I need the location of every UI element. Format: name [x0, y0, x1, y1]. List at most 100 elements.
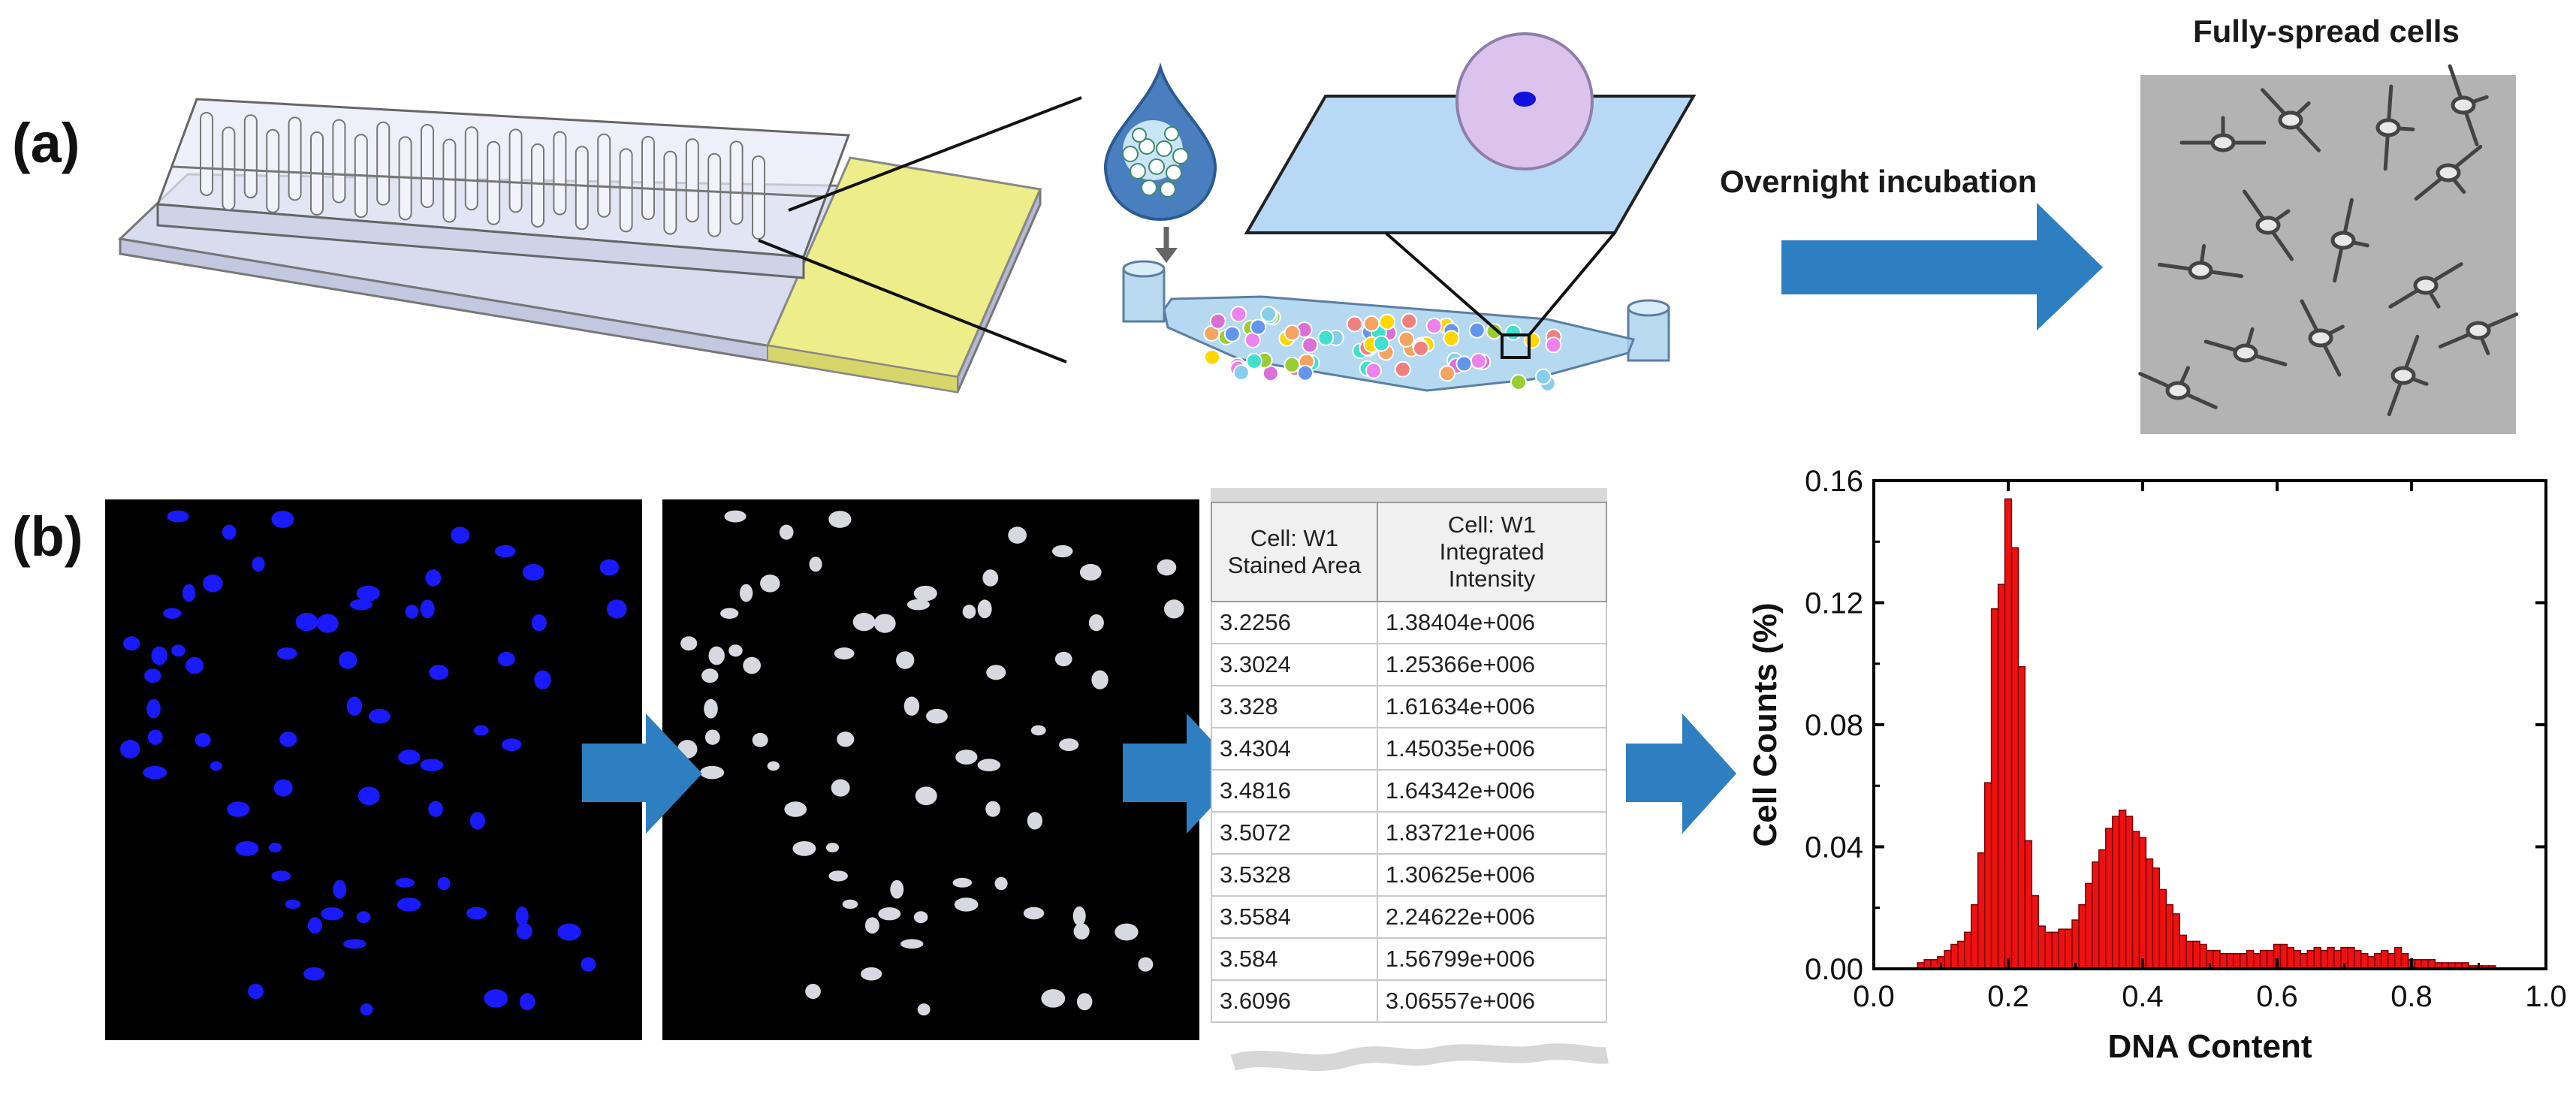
x-tick-label: 1.0 [2525, 980, 2567, 1013]
cell-integrated-intensity: 2.24622e+006 [1376, 895, 1607, 939]
histogram-bar [2085, 882, 2093, 970]
histogram-bar [2400, 952, 2409, 970]
cell-stained-area: 3.6096 [1211, 979, 1378, 1023]
step-arrow-1 [582, 713, 702, 834]
panel-a-label: (a) [12, 112, 80, 174]
y-tick-label: 0.00 [1805, 953, 1863, 986]
cell-stained-area: 3.5072 [1211, 811, 1378, 855]
x-tick-label: 0.4 [2122, 980, 2164, 1013]
histogram-bar [2192, 940, 2200, 970]
cell-integrated-intensity: 3.06557e+006 [1376, 979, 1607, 1023]
incubation-arrow [1781, 203, 2103, 330]
histogram-bar [2233, 952, 2241, 970]
histogram-bar [2199, 943, 2207, 970]
table-torn-edge [1211, 1036, 1609, 1095]
histogram-bar [2327, 946, 2335, 970]
histogram-bar [2044, 931, 2053, 970]
incubation-caption: Overnight incubation [1720, 164, 2038, 199]
zoom-plane-drawing [1244, 32, 1697, 336]
cell-stained-area: 3.2256 [1211, 601, 1378, 644]
y-tick-label: 0.12 [1805, 587, 1863, 620]
histogram-bar [2240, 952, 2248, 970]
histogram-bar [2306, 949, 2315, 970]
histogram-bar [2354, 949, 2362, 970]
channel-closeup-drawing [1122, 260, 1670, 392]
histogram-bar [2185, 940, 2194, 970]
histogram-bar [2333, 949, 2342, 970]
histogram-bar [1983, 782, 1992, 970]
x-tick-label: 0.2 [1987, 980, 2029, 1013]
histogram-bar [2131, 831, 2140, 970]
histogram-bar [2387, 952, 2396, 970]
x-tick-label: 0.6 [2256, 980, 2298, 1013]
cell-integrated-intensity: 1.61634e+006 [1376, 685, 1607, 728]
histogram-bar [2031, 894, 2040, 970]
y-tick-label: 0.08 [1805, 709, 1863, 742]
histogram-bar [2017, 666, 2026, 970]
histogram-bar [1990, 608, 1999, 970]
histogram-bar [2092, 861, 2100, 970]
histogram-bar [2138, 837, 2147, 970]
x-tick-label: 0.0 [1853, 980, 1895, 1013]
fully-spread-cells-caption: Fully-spread cells [2193, 14, 2460, 49]
cell-stained-area: 3.4304 [1211, 727, 1378, 771]
histogram-bar [1944, 949, 1952, 970]
histogram-bar [2320, 949, 2328, 970]
histogram-bar [2293, 949, 2302, 970]
histogram-bar [1950, 943, 1959, 970]
histogram-bar [2145, 858, 2154, 970]
histogram-bar [2058, 928, 2066, 970]
histogram-bar [1977, 852, 1986, 970]
histogram-bar [2279, 943, 2288, 970]
cell-micrograph-image [2138, 64, 2519, 434]
histogram-bar [2004, 498, 2013, 970]
cell-stained-area: 3.3024 [1211, 643, 1378, 686]
histogram-bar [2360, 952, 2369, 970]
chip-channel-array [172, 112, 827, 240]
cell-stained-area: 3.328 [1211, 685, 1378, 728]
histogram-bar [2065, 928, 2073, 970]
histogram-bar [1997, 584, 2006, 970]
cell-integrated-intensity: 1.56799e+006 [1376, 937, 1607, 981]
histogram-bar [2098, 849, 2107, 970]
histogram-bar [2071, 919, 2080, 970]
cell-stained-area: 3.4816 [1211, 769, 1378, 813]
cell-stained-area: 3.584 [1211, 937, 1378, 981]
histogram-bar [2394, 946, 2403, 970]
histogram-bar [2038, 925, 2046, 970]
histogram-bar [2246, 949, 2255, 970]
cell-droplet-icon [1103, 62, 1217, 222]
cell-integrated-intensity: 1.45035e+006 [1376, 727, 1607, 771]
cell-integrated-intensity: 1.30625e+006 [1376, 853, 1607, 897]
histogram-bar [2374, 952, 2382, 970]
cell-integrated-intensity: 1.25366e+006 [1376, 643, 1607, 686]
plot-frame [1872, 479, 2547, 970]
histogram-bar [2172, 913, 2180, 970]
histogram-bar [2347, 946, 2355, 970]
cell-integrated-intensity: 1.83721e+006 [1376, 811, 1607, 855]
histogram-bar [2313, 946, 2321, 970]
x-axis-label: DNA Content [2107, 1028, 2312, 1065]
histogram-bar [2051, 931, 2059, 970]
cell-integrated-intensity: 1.38404e+006 [1376, 601, 1607, 644]
histogram-bar [2125, 816, 2134, 970]
y-axis-label: Cell Counts (%) [1747, 602, 1784, 846]
y-tick-label: 0.04 [1805, 831, 1863, 864]
histogram-bar [2165, 903, 2174, 970]
histogram-bar [2367, 956, 2375, 970]
histogram-bar [2252, 952, 2261, 970]
histogram-bar [2010, 547, 2019, 970]
histogram-bar [2213, 949, 2221, 970]
